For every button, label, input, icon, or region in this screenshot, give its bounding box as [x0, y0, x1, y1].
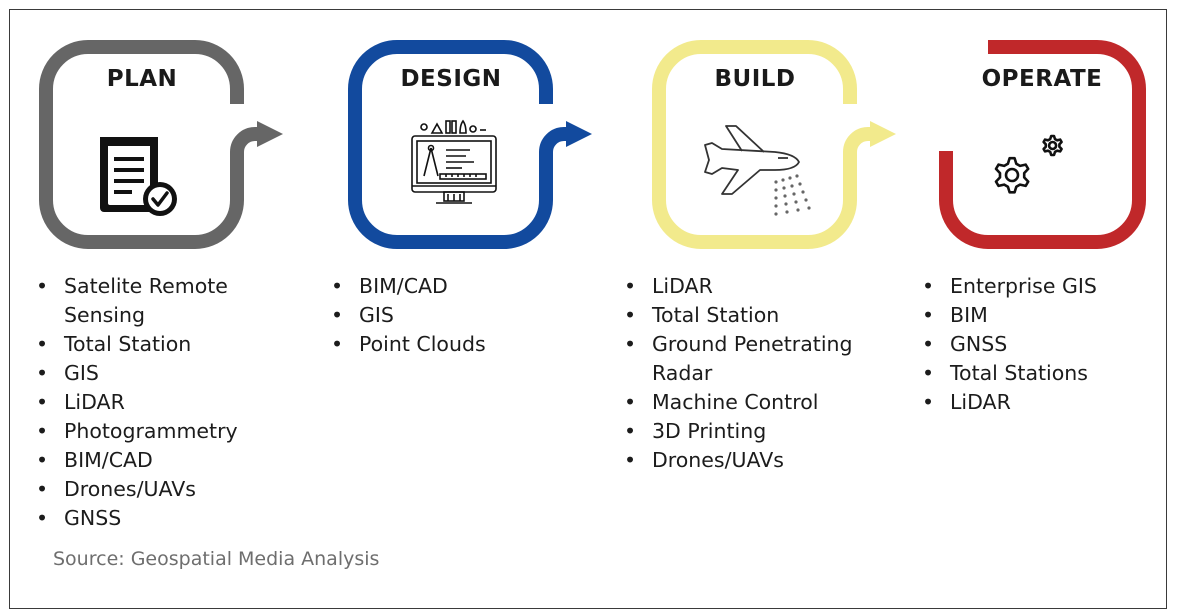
crop-duster-plane-icon [704, 125, 800, 195]
list-item: Machine Control [620, 388, 892, 417]
spray-dots [774, 174, 811, 216]
list-item: Total Station [32, 330, 302, 359]
build-box [652, 40, 877, 249]
list-item: GNSS [32, 504, 302, 533]
operate-bullet-list: Enterprise GIS BIM GNSS Total Stations L… [918, 272, 1168, 417]
operate-box [939, 40, 1146, 249]
list-item: GNSS [918, 330, 1168, 359]
design-monitor-icon [411, 119, 497, 204]
design-bullet-list: BIM/CAD GIS Point Clouds [327, 272, 587, 359]
gears-icon [994, 134, 1063, 194]
design-arrow-icon [566, 121, 592, 147]
process-diagram: PLAN DESIGN BUILD OPERATE Satelite Remot… [0, 0, 1178, 580]
list-item: Total Stations [918, 359, 1168, 388]
source-note: Source: Geospatial Media Analysis [53, 548, 380, 570]
list-item: GIS [32, 359, 302, 388]
design-box [348, 40, 573, 249]
list-item: Drones/UAVs [620, 446, 892, 475]
document-check-icon [100, 137, 177, 216]
build-arrow-icon [870, 121, 896, 147]
stage-boxes [39, 40, 1146, 249]
list-item: Point Clouds [327, 330, 587, 359]
plan-arrow-icon [257, 121, 283, 147]
list-item: Satelite Remote Sensing [32, 272, 302, 330]
list-item: BIM [918, 301, 1168, 330]
list-item: 3D Printing [620, 417, 892, 446]
list-item: BIM/CAD [32, 446, 302, 475]
build-title: BUILD [714, 66, 796, 92]
list-item: Enterprise GIS [918, 272, 1168, 301]
list-item: Total Station [620, 301, 892, 330]
list-item: LiDAR [32, 388, 302, 417]
build-bullet-list: LiDAR Total Station Ground Penetrating R… [620, 272, 892, 475]
plan-box [39, 40, 264, 249]
list-item: GIS [327, 301, 587, 330]
list-item: LiDAR [620, 272, 892, 301]
list-item: Drones/UAVs [32, 475, 302, 504]
design-title: DESIGN [400, 66, 502, 92]
operate-title: OPERATE [981, 66, 1103, 92]
list-item: Ground Penetrating Radar [620, 330, 892, 388]
plan-bullet-list: Satelite Remote Sensing Total Station GI… [32, 272, 302, 533]
list-item: BIM/CAD [327, 272, 587, 301]
list-item: Photogrammetry [32, 417, 302, 446]
list-item: LiDAR [918, 388, 1168, 417]
plan-title: PLAN [106, 66, 178, 92]
